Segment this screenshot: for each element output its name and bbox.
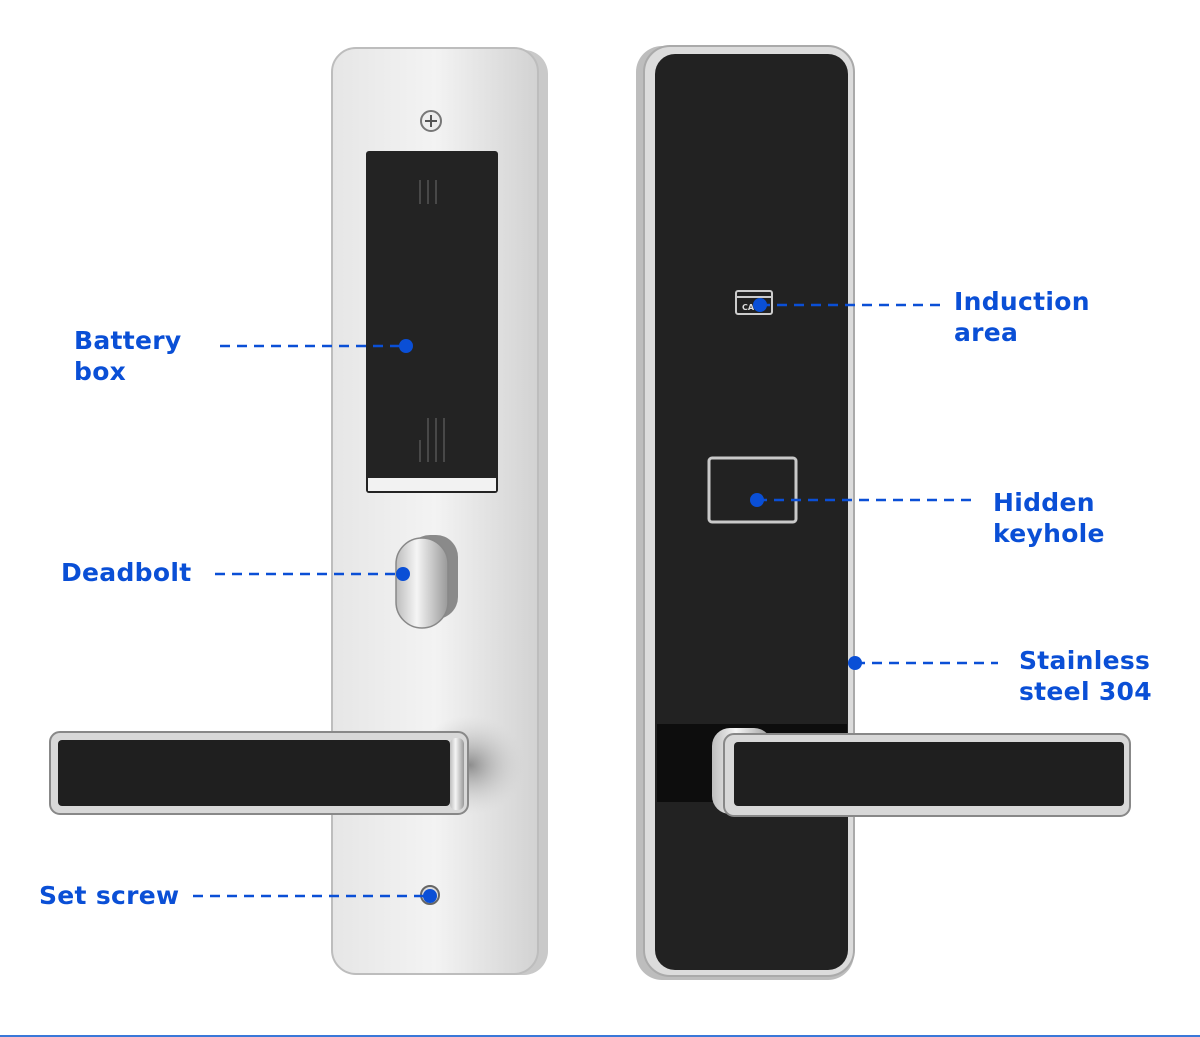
label-line: Hidden bbox=[993, 488, 1095, 517]
label-line: area bbox=[954, 318, 1019, 347]
svg-text:CA: CA bbox=[742, 303, 755, 312]
outside-handle bbox=[712, 728, 1131, 817]
label-line: Set screw bbox=[39, 881, 180, 910]
hidden-keyhole-cover bbox=[707, 456, 798, 524]
battery-marker-dot bbox=[399, 339, 413, 353]
inside-handle bbox=[49, 731, 469, 815]
stainless-marker-dot bbox=[848, 656, 862, 670]
outside-lock-panel: CA bbox=[636, 45, 1131, 980]
hidden-keyhole-label: Hidden keyhole bbox=[993, 487, 1105, 549]
battery-box-label: Battery box bbox=[74, 325, 182, 387]
label-line: Stainless bbox=[1019, 646, 1151, 675]
card-reader-icon: CA bbox=[735, 290, 773, 315]
deadbolt-knob bbox=[395, 535, 458, 629]
bottom-divider bbox=[0, 1035, 1200, 1037]
label-line: Induction bbox=[954, 287, 1090, 316]
inside-lock-panel bbox=[49, 47, 548, 975]
set-screw-label: Set screw bbox=[39, 880, 179, 911]
keyhole-marker-dot bbox=[750, 493, 764, 507]
label-line: keyhole bbox=[993, 519, 1105, 548]
induction-area-label: Induction area bbox=[954, 286, 1090, 348]
set-screw-marker-dot bbox=[423, 889, 437, 903]
deadbolt-marker-dot bbox=[396, 567, 410, 581]
label-line: Deadbolt bbox=[61, 558, 192, 587]
label-line: box bbox=[74, 357, 127, 386]
label-line: steel 304 bbox=[1019, 677, 1152, 706]
deadbolt-label: Deadbolt bbox=[61, 557, 191, 588]
stainless-steel-label: Stainless steel 304 bbox=[1019, 645, 1152, 707]
top-screw-icon bbox=[420, 110, 442, 132]
label-line: Battery bbox=[74, 326, 182, 355]
battery-box-cover bbox=[366, 151, 498, 493]
induction-marker-dot bbox=[753, 298, 767, 312]
